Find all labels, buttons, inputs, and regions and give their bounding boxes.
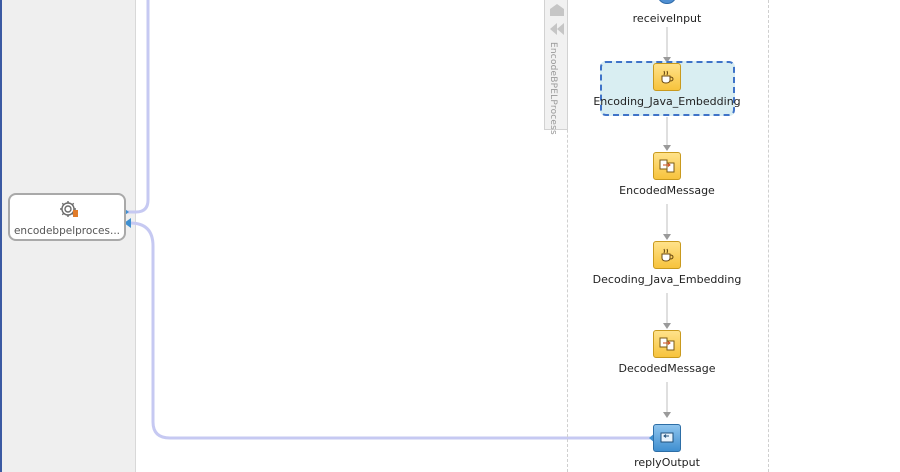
reply-icon xyxy=(653,424,681,452)
java-coffee-icon xyxy=(653,241,681,269)
activity-reply-output[interactable]: replyOutput xyxy=(590,424,744,469)
window-left-border xyxy=(0,0,2,472)
assign-icon xyxy=(653,152,681,180)
activity-decoded-message[interactable]: DecodedMessage xyxy=(590,330,744,375)
java-coffee-icon xyxy=(653,63,681,91)
activity-label: Decoding_Java_Embedding xyxy=(592,273,742,286)
activity-label: DecodedMessage xyxy=(618,362,716,375)
activity-label: replyOutput xyxy=(634,456,700,469)
collapse-left-icon[interactable] xyxy=(549,22,565,36)
activity-label: receiveInput xyxy=(632,12,702,25)
activity-encoded-message[interactable]: EncodedMessage xyxy=(590,152,744,197)
gear-icon xyxy=(60,201,78,217)
assign-icon xyxy=(653,330,681,358)
reply-wire xyxy=(129,221,652,440)
scope-lane-line-left xyxy=(567,0,568,472)
scope-lane-line-right xyxy=(768,0,769,472)
partner-link-service-node[interactable]: encodebpelproces... xyxy=(8,193,126,241)
scope-house-icon[interactable] xyxy=(549,3,565,17)
scope-label: EncodeBPELProcess xyxy=(548,42,558,135)
activity-encoding-java-embedding[interactable]: Encoding_Java_Embedding xyxy=(590,63,744,108)
activity-label: Encoding_Java_Embedding xyxy=(593,95,741,108)
activity-label: EncodedMessage xyxy=(619,184,715,197)
receive-icon[interactable] xyxy=(657,0,677,4)
activity-decoding-java-embedding[interactable]: Decoding_Java_Embedding xyxy=(590,241,744,286)
scope-collapse-tab[interactable]: EncodeBPELProcess xyxy=(544,0,568,135)
partner-link-label: encodebpelproces... xyxy=(13,225,121,237)
activity-receive-input[interactable]: receiveInput xyxy=(590,8,744,25)
